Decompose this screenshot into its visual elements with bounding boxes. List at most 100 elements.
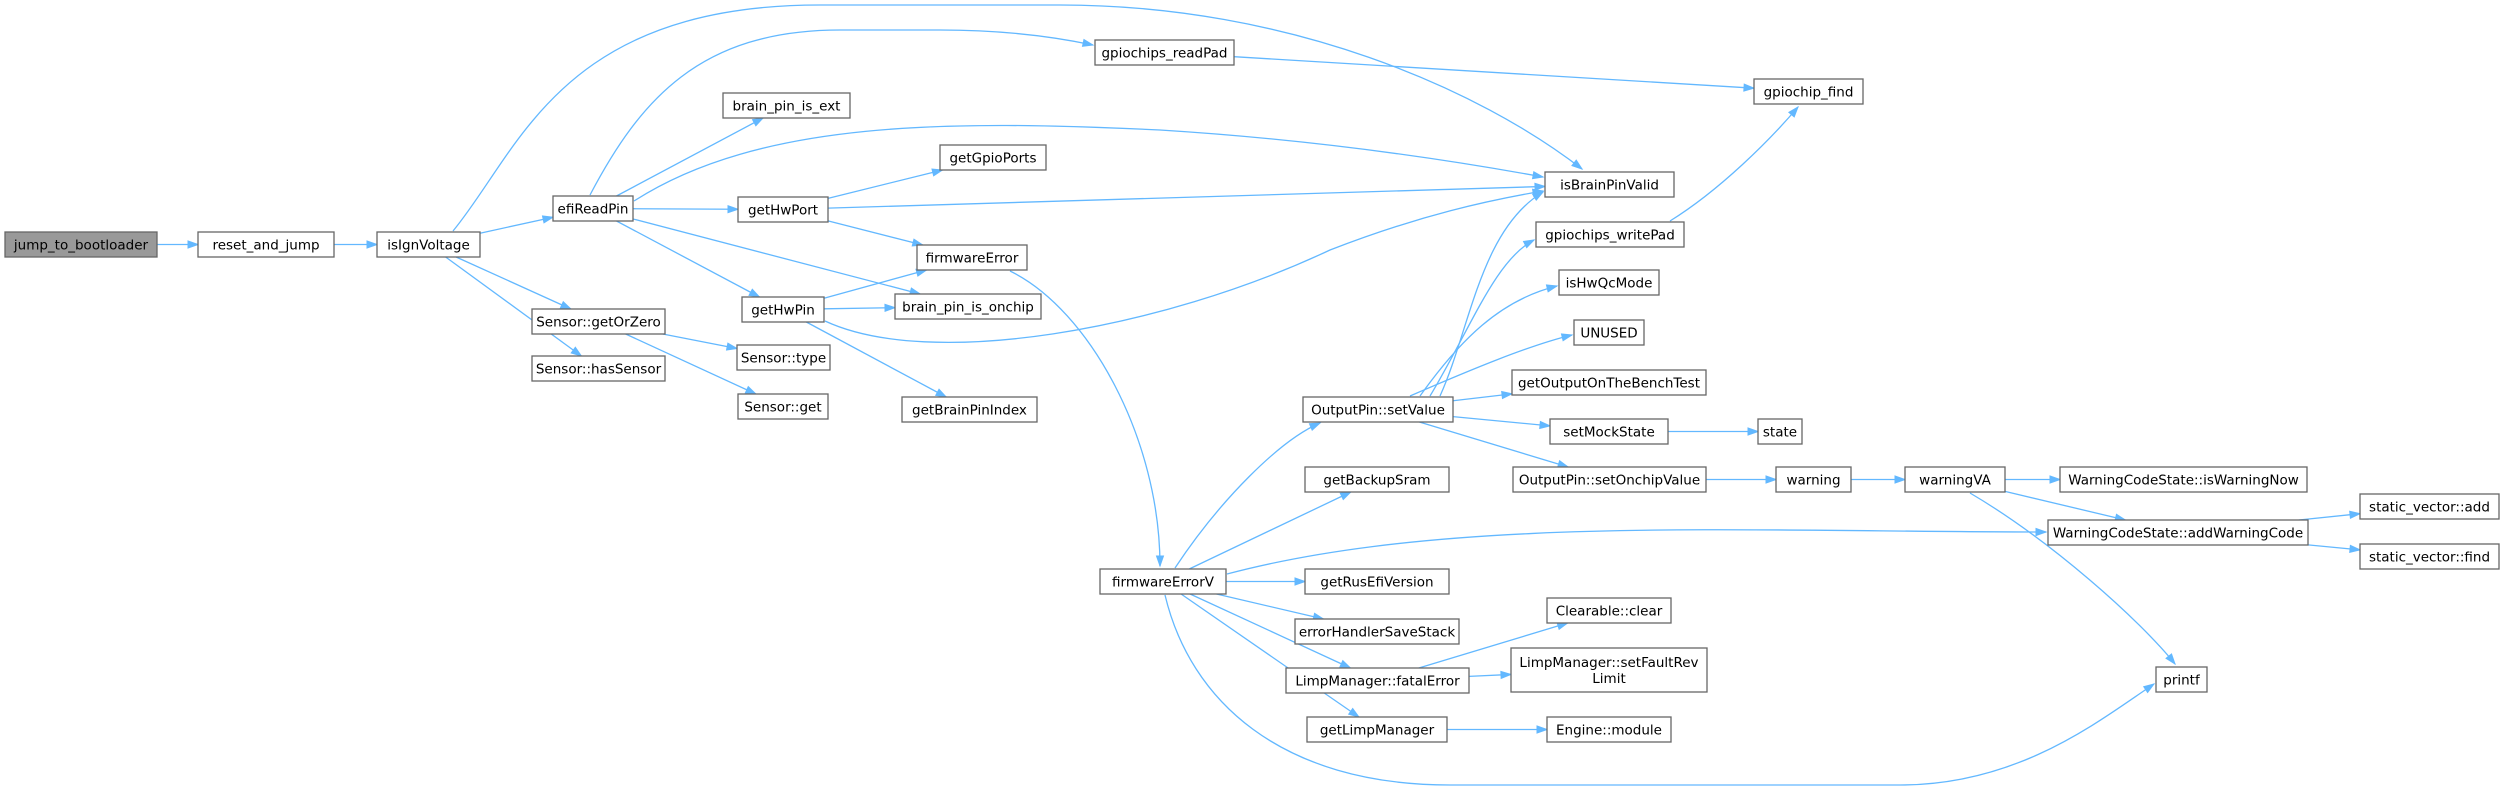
node-Engine_module[interactable]: Engine::module: [1546, 716, 1672, 743]
node-getOutputOnTheBenchTest[interactable]: getOutputOnTheBenchTest: [1511, 369, 1707, 396]
node-label: warningVA: [1919, 473, 1991, 489]
node-label: efiReadPin: [558, 202, 629, 218]
edge-getLimpManager-to-Engine_module: [1447, 725, 1549, 734]
node-label: printf: [2163, 673, 2201, 689]
node-OutputPin_setOnchipValue[interactable]: OutputPin::setOnchipValue: [1512, 466, 1707, 493]
edge-warningVA-to-WarningCodeState_addWarningCode: [2004, 490, 2127, 522]
edge-firmwareErrorV-to-errorHandlerSaveStack: [1216, 593, 1325, 621]
node-static_vector_add[interactable]: static_vector::add: [2359, 493, 2500, 520]
edge-isIgnVoltage-to-isBrainPinValid: [452, 4, 1584, 232]
node-static_vector_find[interactable]: static_vector::find: [2359, 543, 2500, 570]
node-getLimpManager[interactable]: getLimpManager: [1306, 716, 1448, 743]
node-label: warning: [1786, 473, 1840, 489]
node-errorHandlerSaveStack[interactable]: errorHandlerSaveStack: [1294, 618, 1460, 645]
edge-OutputPin_setValue-to-UNUSED: [1409, 333, 1574, 397]
edge-efiReadPin-to-getHwPin: [616, 220, 761, 298]
node-Sensor_hasSensor[interactable]: Sensor::hasSensor: [531, 355, 666, 382]
edge-efiReadPin-to-brain_pin_is_onchip: [632, 218, 922, 296]
node-label: firmwareError: [926, 251, 1019, 267]
node-firmwareErrorV[interactable]: firmwareErrorV: [1099, 568, 1227, 595]
edge-getHwPort-to-firmwareError: [827, 220, 925, 247]
node-setMockState[interactable]: setMockState: [1549, 418, 1669, 445]
edge-LimpManager_fatalError-to-LimpManager_setFaultRevLimit: [1468, 670, 1513, 680]
node-label: firmwareErrorV: [1112, 575, 1215, 591]
edge-gpiochips_writePad-to-gpiochip_find: [1669, 105, 1799, 222]
edge-efiReadPin-to-getHwPort: [632, 205, 740, 214]
edge-jump_to_bootloader-to-reset_and_jump: [157, 240, 200, 249]
edge-Sensor_getOrZero-to-Sensor_type: [662, 333, 739, 351]
node-brain_pin_is_ext[interactable]: brain_pin_is_ext: [722, 92, 851, 119]
node-label: jump_to_bootloader: [13, 238, 149, 254]
node-isIgnVoltage[interactable]: isIgnVoltage: [376, 231, 481, 258]
node-label: OutputPin::setValue: [1311, 403, 1445, 419]
node-label: reset_and_jump: [212, 238, 319, 254]
node-jump_to_bootloader[interactable]: jump_to_bootloader: [4, 231, 158, 258]
edge-efiReadPin-to-gpiochips_readPad: [589, 29, 1095, 196]
edge-firmwareError-to-firmwareErrorV: [1009, 270, 1165, 568]
edge-WarningCodeState_addWarningCode-to-static_vector_add: [2298, 510, 2362, 521]
node-label: gpiochips_readPad: [1101, 46, 1227, 62]
edge-OutputPin_setValue-to-isHwQcMode: [1419, 284, 1559, 397]
edge-isIgnVoltage-to-efiReadPin: [479, 215, 555, 234]
node-efiReadPin[interactable]: efiReadPin: [552, 195, 634, 222]
node-getGpioPorts[interactable]: getGpioPorts: [939, 144, 1047, 171]
node-warning[interactable]: warning: [1775, 466, 1852, 493]
node-getBrainPinIndex[interactable]: getBrainPinIndex: [901, 396, 1038, 423]
node-WarningCodeState_isWarningNow[interactable]: WarningCodeState::isWarningNow: [2059, 466, 2308, 493]
edge-efiReadPin-to-isBrainPinValid: [633, 124, 1545, 202]
node-label: WarningCodeState::isWarningNow: [2068, 473, 2299, 489]
node-reset_and_jump[interactable]: reset_and_jump: [197, 231, 335, 258]
edge-getHwPort-to-isBrainPinValid: [827, 182, 1547, 209]
edge-getHwPort-to-getGpioPorts: [827, 168, 944, 199]
node-LimpManager_fatalError[interactable]: LimpManager::fatalError: [1285, 667, 1470, 694]
node-OutputPin_setValue[interactable]: OutputPin::setValue: [1302, 396, 1454, 423]
node-label: Limit: [1592, 671, 1625, 687]
edge-OutputPin_setValue-to-isBrainPinValid: [1439, 191, 1545, 397]
node-label: errorHandlerSaveStack: [1299, 625, 1456, 641]
node-label: gpiochip_find: [1764, 85, 1854, 101]
node-gpiochips_readPad[interactable]: gpiochips_readPad: [1094, 39, 1235, 66]
node-isBrainPinValid[interactable]: isBrainPinValid: [1544, 171, 1675, 198]
node-Sensor_get[interactable]: Sensor::get: [737, 393, 829, 420]
edges-layer: [157, 4, 2362, 786]
edge-efiReadPin-to-brain_pin_is_ext: [616, 117, 765, 197]
edge-setMockState-to-state: [1668, 427, 1760, 436]
edge-OutputPin_setValue-to-gpiochips_writePad: [1429, 239, 1536, 397]
node-getHwPort[interactable]: getHwPort: [737, 196, 829, 223]
node-Clearable_clear[interactable]: Clearable::clear: [1546, 597, 1672, 624]
node-brain_pin_is_onchip[interactable]: brain_pin_is_onchip: [894, 293, 1042, 320]
node-printf[interactable]: printf: [2155, 666, 2208, 693]
node-Sensor_getOrZero[interactable]: Sensor::getOrZero: [531, 308, 666, 335]
node-gpiochip_find[interactable]: gpiochip_find: [1753, 78, 1864, 105]
node-getHwPin[interactable]: getHwPin: [741, 296, 825, 323]
edge-firmwareErrorV-to-getRusEfiVersion: [1226, 577, 1307, 586]
node-label: Sensor::getOrZero: [536, 315, 661, 331]
node-label: getOutputOnTheBenchTest: [1518, 376, 1700, 392]
edge-firmwareErrorV-to-getBackupSram: [1188, 491, 1353, 570]
node-getRusEfiVersion[interactable]: getRusEfiVersion: [1304, 568, 1450, 595]
node-WarningCodeState_addWarningCode[interactable]: WarningCodeState::addWarningCode: [2047, 519, 2309, 546]
node-state[interactable]: state: [1757, 418, 1803, 445]
node-label: OutputPin::setOnchipValue: [1519, 473, 1700, 489]
node-label: Clearable::clear: [1556, 604, 1663, 620]
node-warningVA[interactable]: warningVA: [1904, 466, 2006, 493]
node-label: gpiochips_writePad: [1545, 228, 1675, 244]
node-getBackupSram[interactable]: getBackupSram: [1304, 466, 1450, 493]
node-label: getBrainPinIndex: [912, 403, 1027, 419]
node-label: static_vector::find: [2369, 550, 2490, 566]
edge-firmwareErrorV-to-printf: [1164, 594, 2156, 786]
node-firmwareError[interactable]: firmwareError: [916, 244, 1028, 271]
node-label: isBrainPinValid: [1560, 178, 1659, 194]
nodes-layer: jump_to_bootloader reset_and_jump isIgnVol…: [4, 39, 2500, 743]
node-UNUSED[interactable]: UNUSED: [1573, 319, 1645, 346]
node-gpiochips_writePad[interactable]: gpiochips_writePad: [1535, 221, 1685, 248]
node-label: Engine::module: [1556, 723, 1662, 739]
node-label: brain_pin_is_onchip: [902, 300, 1034, 316]
node-isHwQcMode[interactable]: isHwQcMode: [1558, 269, 1660, 296]
node-Sensor_type[interactable]: Sensor::type: [736, 344, 831, 371]
node-label: state: [1763, 425, 1797, 441]
edge-gpiochips_readPad-to-gpiochip_find: [1233, 56, 1756, 92]
edge-OutputPin_setOnchipValue-to-warning: [1706, 475, 1778, 484]
node-label: isHwQcMode: [1566, 276, 1653, 292]
